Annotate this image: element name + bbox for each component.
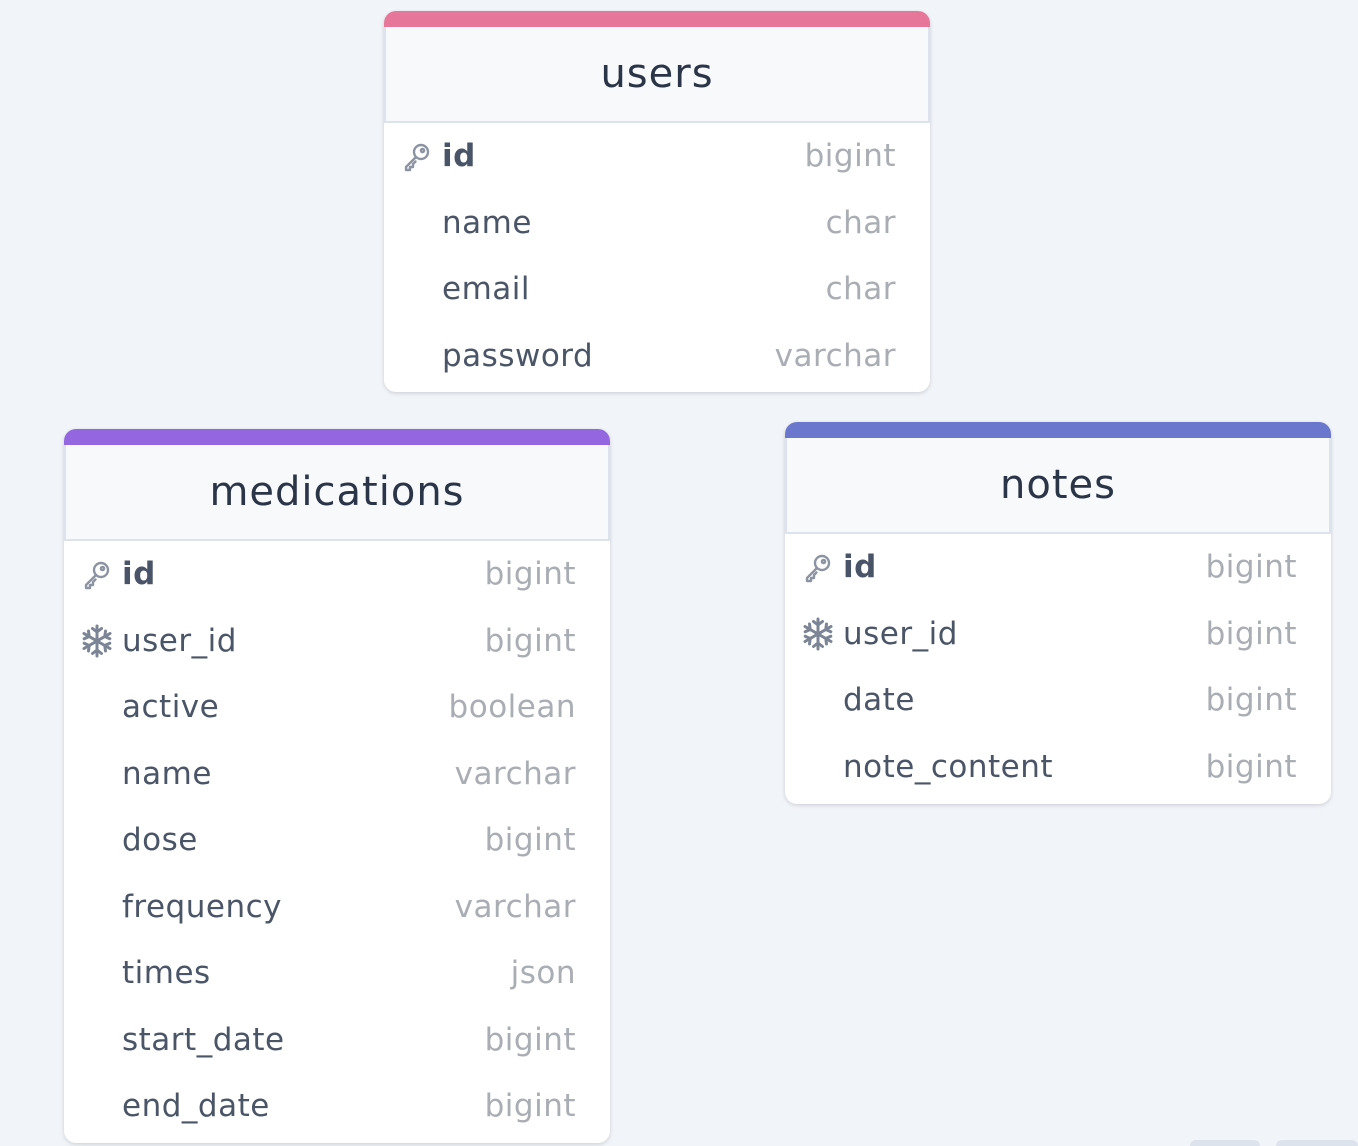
key-icon — [801, 550, 835, 584]
field-row[interactable]: frequency varchar — [64, 874, 610, 941]
field-type: bigint — [484, 556, 576, 593]
field-row[interactable]: name varchar — [64, 741, 610, 808]
field-name: end_date — [122, 1088, 270, 1125]
field-name: times — [122, 955, 211, 992]
field-row[interactable]: id bigint — [785, 534, 1331, 601]
field-type: json — [510, 955, 576, 992]
zoom-control-stub[interactable] — [1276, 1140, 1358, 1146]
field-row[interactable]: id bigint — [384, 123, 930, 190]
field-row[interactable]: times json — [64, 940, 610, 1007]
field-name: user_id — [843, 615, 958, 652]
field-list: id bigint name char email char password varchar — [384, 123, 930, 389]
zoom-control-stub[interactable] — [1190, 1140, 1260, 1146]
field-name: date — [843, 682, 915, 719]
field-type: char — [825, 271, 896, 308]
field-name: email — [442, 271, 530, 308]
field-row[interactable]: user_id bigint — [64, 608, 610, 675]
field-type: bigint — [484, 822, 576, 859]
field-type: varchar — [774, 337, 896, 374]
field-type: bigint — [484, 1088, 576, 1125]
field-row[interactable]: name char — [384, 190, 930, 257]
field-type: bigint — [1205, 682, 1297, 719]
table-header[interactable]: medications — [64, 445, 610, 541]
field-name: name — [442, 204, 532, 241]
snowflake-icon — [80, 624, 114, 658]
table-title: notes — [1000, 462, 1116, 508]
field-type: varchar — [454, 755, 576, 792]
table-accent-bar — [384, 11, 930, 27]
field-row[interactable]: start_date bigint — [64, 1007, 610, 1074]
field-row[interactable]: active boolean — [64, 674, 610, 741]
field-name: id — [843, 549, 877, 586]
field-type: bigint — [1205, 748, 1297, 785]
field-type: bigint — [484, 1021, 576, 1058]
field-name: frequency — [122, 888, 282, 925]
field-row[interactable]: end_date bigint — [64, 1073, 610, 1140]
field-name: dose — [122, 822, 198, 859]
key-icon — [400, 139, 434, 173]
field-row[interactable]: email char — [384, 256, 930, 323]
field-name: id — [442, 138, 476, 175]
key-icon — [80, 557, 114, 591]
field-type: bigint — [1205, 549, 1297, 586]
field-row[interactable]: date bigint — [785, 667, 1331, 734]
field-type: bigint — [1205, 615, 1297, 652]
field-type: bigint — [484, 622, 576, 659]
field-type: varchar — [454, 888, 576, 925]
field-name: name — [122, 755, 212, 792]
table-accent-bar — [64, 429, 610, 445]
field-row[interactable]: password varchar — [384, 323, 930, 390]
field-type: boolean — [448, 689, 576, 726]
field-name: active — [122, 689, 220, 726]
field-row[interactable]: id bigint — [64, 541, 610, 608]
table-title: users — [600, 51, 714, 97]
field-type: char — [825, 204, 896, 241]
field-name: password — [442, 337, 594, 374]
table-accent-bar — [785, 422, 1331, 438]
table-header[interactable]: users — [384, 27, 930, 123]
field-name: note_content — [843, 748, 1054, 785]
field-name: id — [122, 556, 156, 593]
field-name: user_id — [122, 622, 237, 659]
field-name: start_date — [122, 1021, 285, 1058]
field-row[interactable]: user_id bigint — [785, 601, 1331, 668]
table-title: medications — [209, 469, 465, 515]
table-card-users[interactable]: users id bigint name char email char password v… — [384, 11, 930, 392]
table-header[interactable]: notes — [785, 438, 1331, 534]
field-row[interactable]: dose bigint — [64, 807, 610, 874]
snowflake-icon — [801, 617, 835, 651]
field-type: bigint — [804, 138, 896, 175]
field-row[interactable]: note_content bigint — [785, 734, 1331, 801]
